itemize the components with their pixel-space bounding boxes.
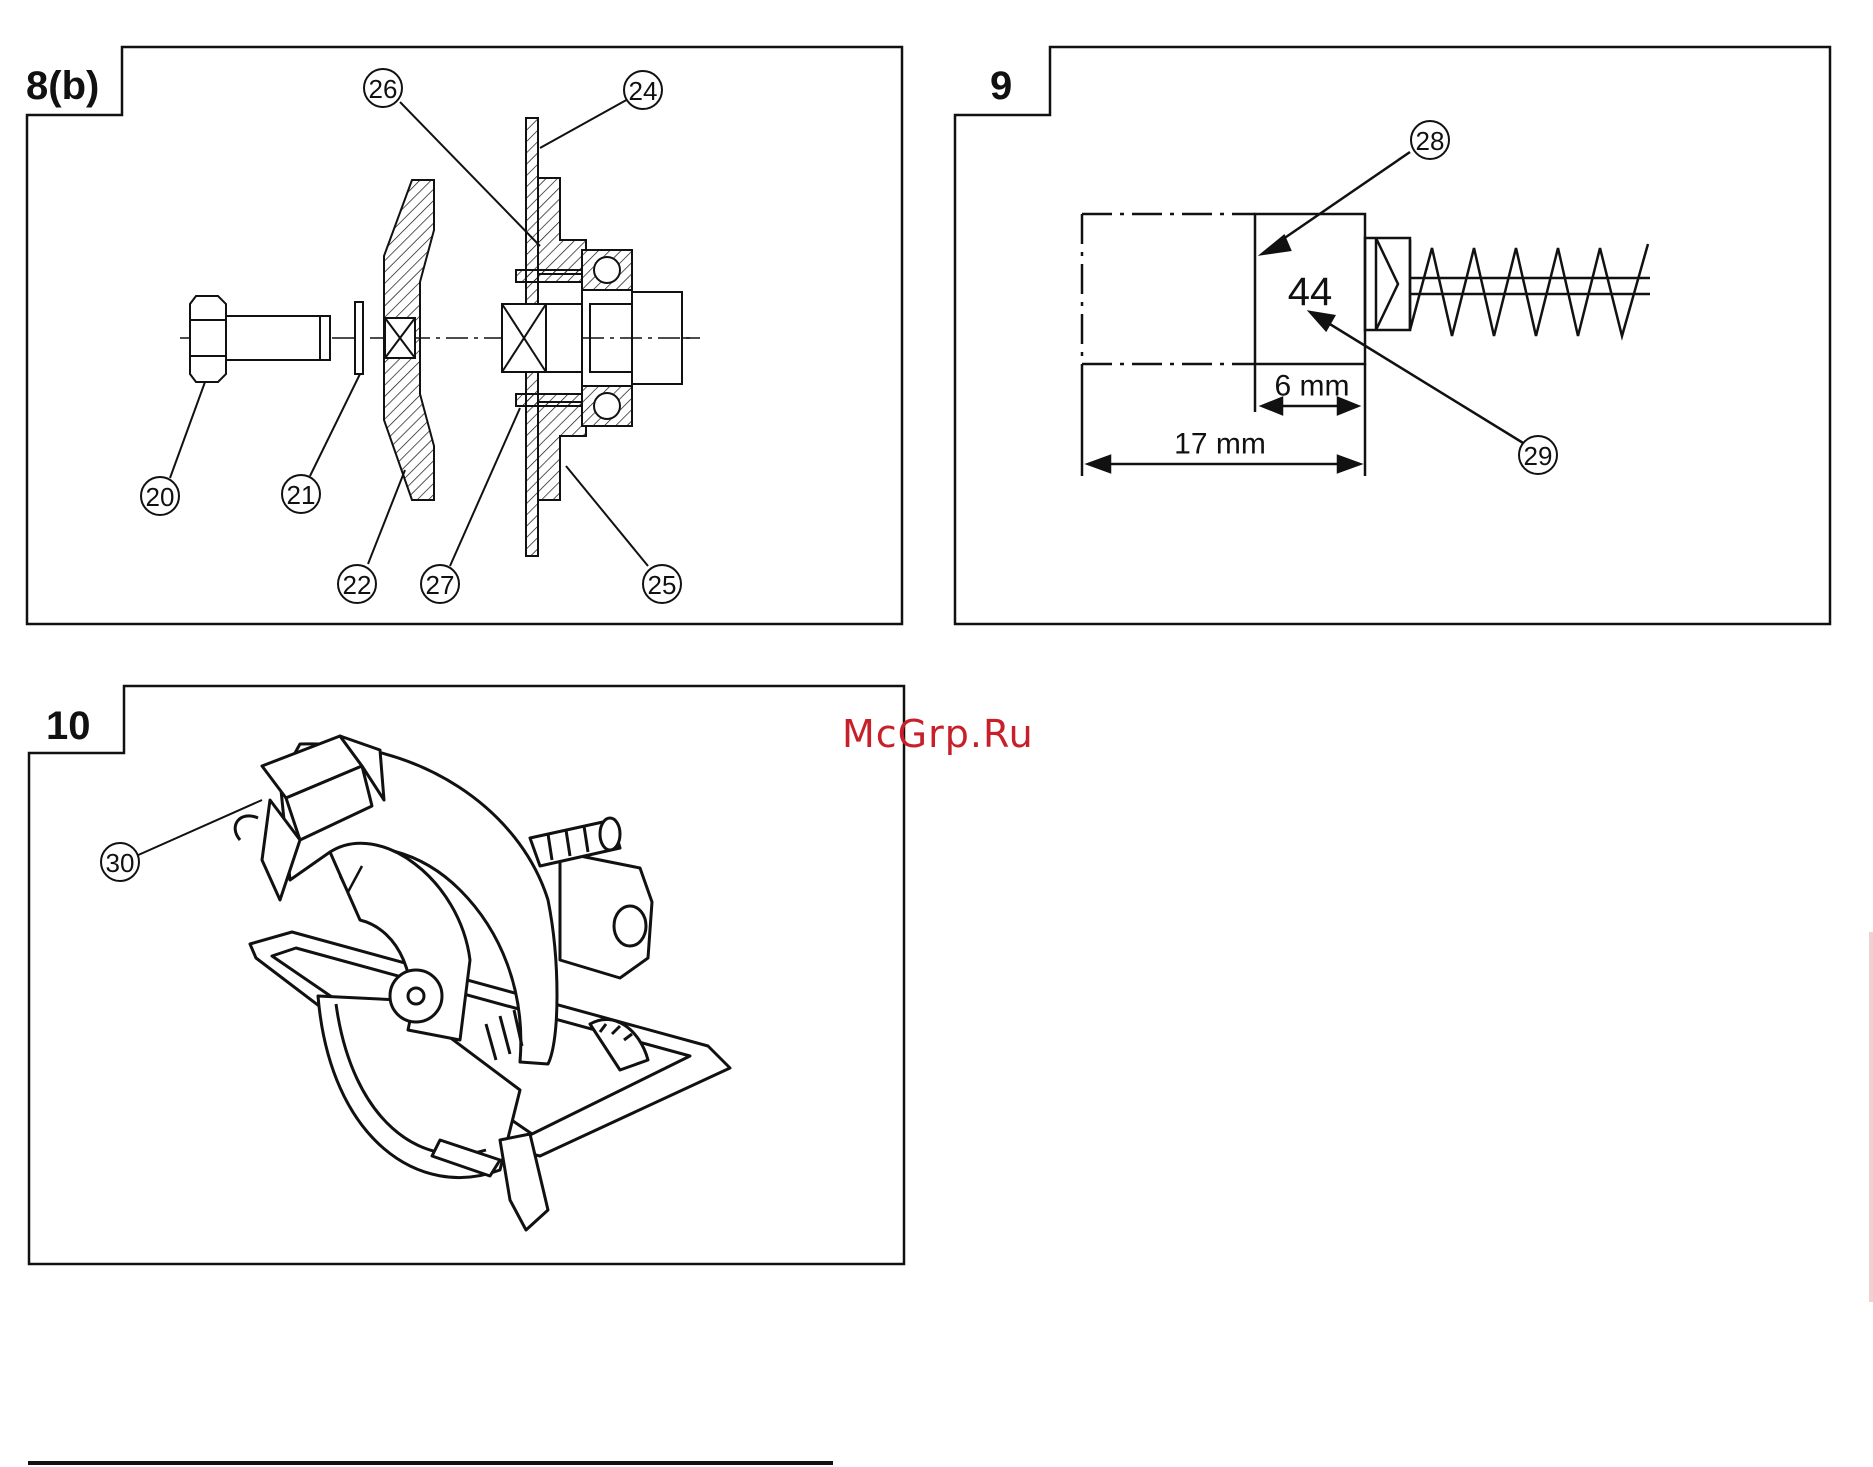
page-edge-mark [1869, 932, 1873, 1302]
figure-9-frame [955, 47, 1830, 624]
dimension-6mm-label: 6 mm [1275, 370, 1350, 403]
callout-27-label: 27 [426, 570, 455, 600]
callout-29-label: 29 [1524, 441, 1553, 471]
callout-22-label: 22 [343, 570, 372, 600]
callout-21-label: 21 [287, 480, 316, 510]
callout-25-label: 25 [648, 570, 677, 600]
figure-9-drawing [1082, 152, 1650, 476]
circular-saw-illustration [136, 736, 730, 1230]
callout-30-label: 30 [106, 848, 135, 878]
callout-26-label: 26 [369, 74, 398, 104]
dimension-17mm-label: 17 mm [1174, 428, 1266, 461]
callout-28-label: 28 [1416, 126, 1445, 156]
callout-24-label: 24 [629, 76, 658, 106]
brush-value-label: 44 [1288, 270, 1333, 314]
page-bottom-rule [28, 1461, 833, 1465]
watermark-text: McGrp.Ru [842, 712, 1034, 756]
callout-20-label: 20 [146, 482, 175, 512]
figure-8b-drawing [170, 98, 700, 566]
figure-8b-frame [27, 47, 902, 624]
